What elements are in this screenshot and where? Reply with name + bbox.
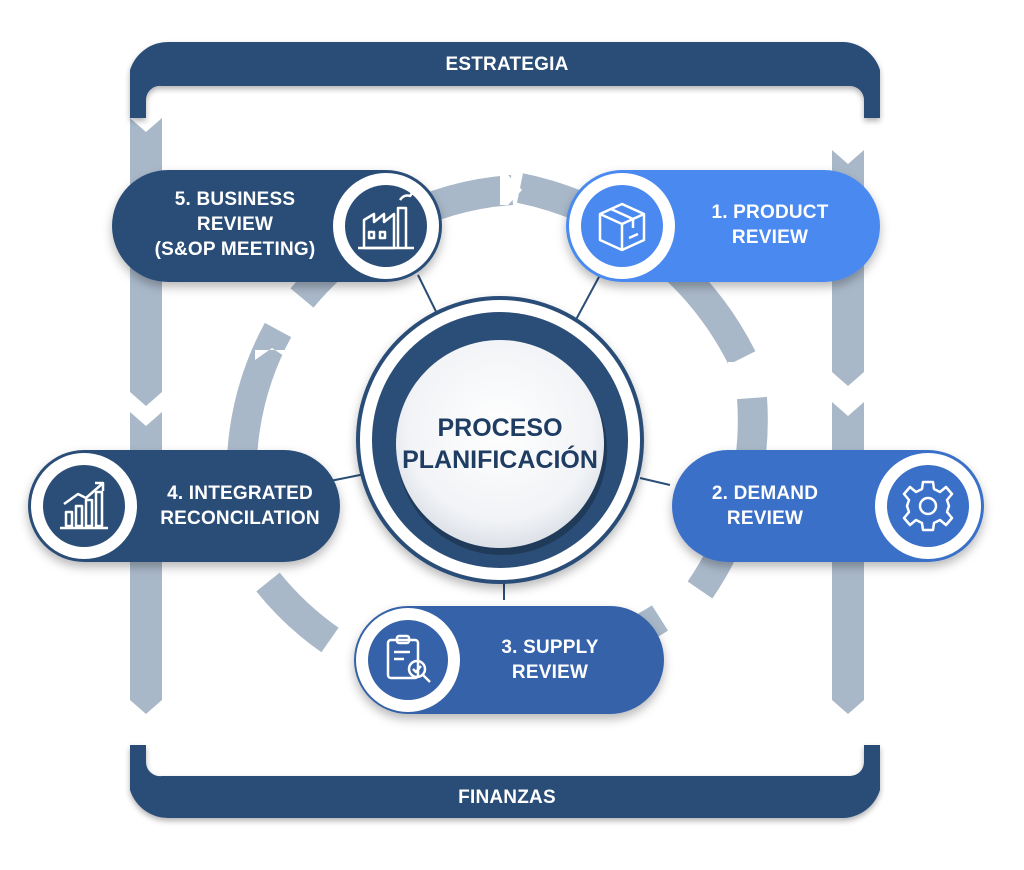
frame-bottom-label: FINANZAS [458, 787, 556, 808]
top-frame-bar [130, 41, 880, 119]
step-1-label: 1. PRODUCT REVIEW [680, 200, 860, 250]
box-icon [598, 202, 646, 252]
step-2-label: 2. DEMAND REVIEW [690, 481, 840, 531]
center-title-line-1: PROCESO [437, 414, 563, 442]
step-4-label-line-1: 4. INTEGRATED [167, 483, 313, 504]
gear-icon [902, 480, 954, 532]
clipboard-search-icon [386, 634, 431, 683]
step-4-label-line-2: RECONCILATION [160, 508, 320, 529]
step-1-label-line-1: 1. PRODUCT [711, 202, 829, 223]
step-5-label-line-1: 5. BUSINESS [174, 189, 296, 210]
center-title-line-2: PLANIFICACIÓN [402, 446, 598, 474]
ring-chevron-notches [255, 175, 760, 384]
frame-top-label: ESTRATEGIA [445, 54, 569, 75]
step-5-label-line-2: REVIEW [196, 214, 274, 235]
step-3-label: 3. SUPPLY REVIEW [470, 635, 630, 685]
step-1-label-line-2: REVIEW [731, 227, 809, 248]
step-5-label: 5. BUSINESS REVIEW (S&OP MEETING) [140, 187, 330, 262]
center-title: PROCESO PLANIFICACIÓN [390, 412, 610, 476]
step-2-label-line-2: REVIEW [726, 508, 804, 529]
step-2-label-line-1: 2. DEMAND [711, 483, 819, 504]
step-3-pill [354, 606, 664, 714]
growth-chart-icon [60, 481, 108, 530]
bottom-frame-bar [130, 745, 880, 819]
step-5-label-line-3: (S&OP MEETING) [154, 239, 316, 260]
step-4-pill [28, 450, 340, 562]
step-2-pill [672, 450, 984, 562]
factory-icon [358, 190, 420, 250]
step-3-label-line-2: REVIEW [511, 662, 589, 683]
step-1-pill [566, 170, 880, 282]
step-3-label-line-1: 3. SUPPLY [501, 637, 599, 658]
step-4-label: 4. INTEGRATED RECONCILATION [140, 481, 340, 531]
center-hub [356, 296, 644, 584]
step-5-pill [112, 170, 442, 282]
